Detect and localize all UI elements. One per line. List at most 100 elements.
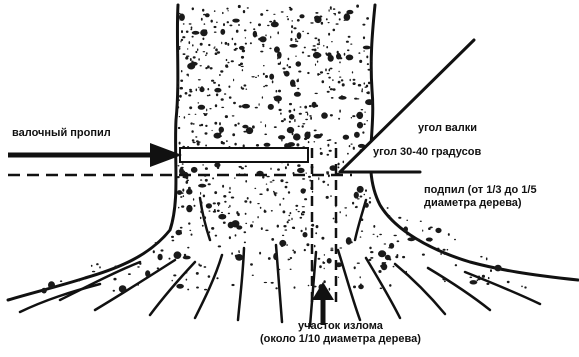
bark-speckle [78,280,80,282]
bark-speckle [229,187,230,190]
bark-speckle [245,180,247,183]
bark-speckle [318,74,321,75]
bark-speckle [276,90,278,93]
bark-speckle [229,25,232,27]
bark-speckle [180,87,183,90]
bark-speckle [305,112,308,113]
bark-speckle [202,164,203,166]
bark-speckle [204,113,207,116]
bark-speckle [320,71,323,73]
bark-speckle [191,234,193,236]
bark-speckle [265,230,268,232]
bark-speckle [360,236,362,237]
bark-speckle [181,30,183,33]
bark-speckle [273,253,278,260]
bark-speckle [186,181,189,184]
bark-speckle [269,48,271,50]
bark-speckle [289,103,292,105]
bark-speckle [214,163,220,168]
bark-speckle [245,165,247,167]
bark-speckle [290,257,293,259]
bark-speckle [206,203,212,208]
bark-speckle [196,272,199,275]
bark-speckle [298,71,301,73]
bark-speckle [196,140,199,142]
bark-speckle [222,185,224,188]
felling-cut-label: валочный пропил [12,127,111,140]
bark-speckle [263,65,265,66]
bark-speckle [322,261,324,263]
bark-speckle [328,22,330,23]
bark-speckle [203,14,206,16]
bark-speckle [257,203,260,204]
bark-speckle [232,133,235,136]
bark-speckle [209,94,211,96]
bark-speckle [325,68,327,71]
bark-speckle [328,174,330,177]
bark-speckle [294,286,296,288]
bark-speckle [179,254,182,256]
bark-speckle [213,47,215,48]
bark-speckle [285,166,287,169]
bark-speckle [240,63,243,66]
bark-speckle [364,112,365,113]
bark-speckle [221,107,224,108]
bark-speckle [352,115,355,117]
bark-speckle [357,263,360,264]
bark-speckle [228,207,229,208]
bark-speckle [294,119,295,122]
bark-speckle [295,56,296,57]
bark-speckle [178,99,180,101]
bark-speckle [361,218,363,221]
bark-speckle [293,109,295,112]
bark-speckle [333,13,336,14]
bark-speckle [277,225,279,228]
bark-speckle [178,13,181,14]
bark-speckle [373,225,375,228]
bark-speckle [223,23,225,26]
bark-speckle [190,62,198,66]
bark-speckle [356,98,359,99]
bark-speckle [213,211,216,213]
bark-speckle [336,53,341,59]
bark-speckle [329,288,331,291]
bark-speckle [228,86,230,88]
bark-speckle [205,167,208,170]
bark-speckle [198,184,206,188]
bark-speckle [178,127,180,129]
hinge-label-line1: участок излома [260,320,421,333]
bark-speckle [361,109,364,110]
bark-speckle [231,60,234,62]
bark-speckle [273,96,276,98]
bark-speckle [179,142,181,145]
bark-speckle [334,142,336,144]
bark-speckle [222,12,224,14]
bark-speckle [406,271,408,273]
bark-speckle [353,147,355,150]
bark-speckle [278,90,281,93]
bark-speckle [192,31,200,35]
bark-speckle [292,227,295,229]
bark-speckle [287,221,289,223]
bark-speckle [263,73,265,75]
bark-speckle [265,75,268,78]
bark-speckle [172,280,173,282]
bark-speckle [352,71,353,73]
bark-speckle [297,41,298,43]
bark-speckle [304,106,307,109]
felling-cut-arrow [8,143,182,167]
bark-speckle [319,41,320,43]
bark-speckle [209,210,211,211]
bark-speckle [241,56,244,59]
bark-speckle [198,58,200,61]
bark-speckle [328,55,334,62]
bark-speckle [361,231,363,232]
root-lines [20,198,540,326]
bark-speckle [216,93,218,96]
bark-speckle [198,87,199,89]
bark-speckle [191,26,193,29]
bark-speckle [323,45,324,47]
bark-speckle [321,22,323,25]
bark-speckle [350,79,351,82]
bark-speckle [357,186,364,193]
